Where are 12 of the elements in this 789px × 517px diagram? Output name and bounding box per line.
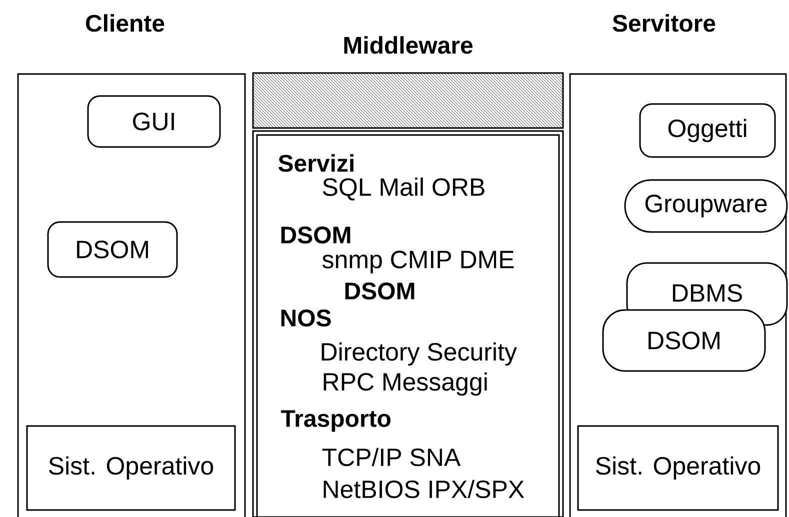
component-box: DSOM (47, 221, 178, 278)
hatched-bar: Middleware (252, 36, 564, 129)
component-box: Oggetti (639, 103, 776, 158)
component-box: DSOM (602, 309, 766, 372)
layer-box: Servizi SQL Mail ORB DSOM snmp CMIP DME DSOM NOS Directory Security RPC Messaggi Trasporto TCP/IP SNA NetBIOS IPX/SPX (252, 130, 564, 517)
node-label: DBMS (672, 284, 742, 302)
component-box: Groupware (624, 179, 788, 233)
node-label: Groupware (645, 194, 767, 218)
node-label: Middleware (344, 36, 473, 54)
system-box: Sist. Operativo (26, 425, 236, 511)
system-box: Sist. Operativo (577, 425, 779, 511)
component-box: GUI (87, 95, 221, 148)
